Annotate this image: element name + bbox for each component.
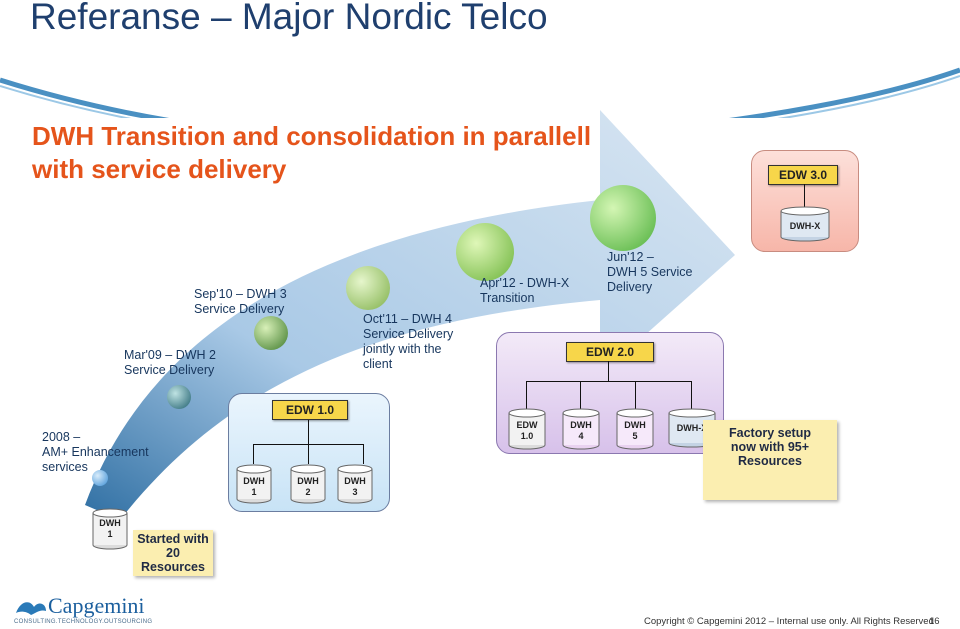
milestone-marker-mar09 xyxy=(167,385,191,409)
milestone-marker-oct11 xyxy=(346,266,390,310)
edw3-dwhx-database-icon: DWH-X xyxy=(780,206,830,242)
milestone-apr12: Apr'12 - DWH-X Transition xyxy=(480,276,570,305)
milestone-2008: 2008 – AM+ Enhancement services xyxy=(42,430,149,474)
header-swoosh xyxy=(0,67,960,118)
copyright-text: Copyright © Capgemini 2012 – Internal us… xyxy=(644,616,934,627)
milestone-jun12: Jun'12 – DWH 5 Service Delivery xyxy=(607,250,693,294)
milestone-mar09: Mar'09 – DWH 2 Service Delivery xyxy=(124,348,216,377)
edw1-label: EDW 1.0 xyxy=(272,400,348,420)
started-note: Started with 20 Resources xyxy=(133,530,213,576)
dwh5-database-icon: DWH 5 xyxy=(616,408,654,450)
connector xyxy=(635,381,636,409)
milestone-oct11: Oct'11 – DWH 4 Service Delivery jointly … xyxy=(363,312,454,371)
logo-spade-icon xyxy=(16,602,46,615)
capgemini-logo: Capgemini CONSULTING.TECHNOLOGY.OUTSOURC… xyxy=(14,593,153,625)
factory-note: Factory setup now with 95+ Resources xyxy=(703,420,837,500)
dwh1-database-icon: DWH 1 xyxy=(236,464,272,504)
connector xyxy=(253,444,254,464)
milestone-marker-jun12 xyxy=(590,185,656,251)
milestone-marker-sep10 xyxy=(254,316,288,350)
connector xyxy=(608,361,609,381)
connector xyxy=(308,420,309,444)
dwh4-database-icon: DWH 4 xyxy=(562,408,600,450)
subtitle: DWH Transition and consolidation in para… xyxy=(32,121,592,184)
milestone-marker-apr12 xyxy=(456,223,514,281)
page-number: 16 xyxy=(929,616,940,627)
connector xyxy=(691,381,692,409)
milestone-sep10: Sep'10 – DWH 3 Service Delivery xyxy=(194,287,287,316)
milestone-marker-2008 xyxy=(92,470,108,486)
connector xyxy=(526,381,527,409)
connector xyxy=(804,184,805,208)
start-dwh1-database-icon: DWH 1 xyxy=(92,508,128,550)
connector xyxy=(526,381,692,382)
dwh3-database-icon: DWH 3 xyxy=(337,464,373,504)
dwh2-database-icon: DWH 2 xyxy=(290,464,326,504)
edw3-label: EDW 3.0 xyxy=(768,165,838,185)
edw2-label: EDW 2.0 xyxy=(566,342,654,362)
connector xyxy=(308,444,309,464)
edw10-database-icon: EDW 1.0 xyxy=(508,408,546,450)
page-title: Referanse – Major Nordic Telco xyxy=(30,0,548,37)
connector xyxy=(580,381,581,409)
connector xyxy=(363,444,364,464)
